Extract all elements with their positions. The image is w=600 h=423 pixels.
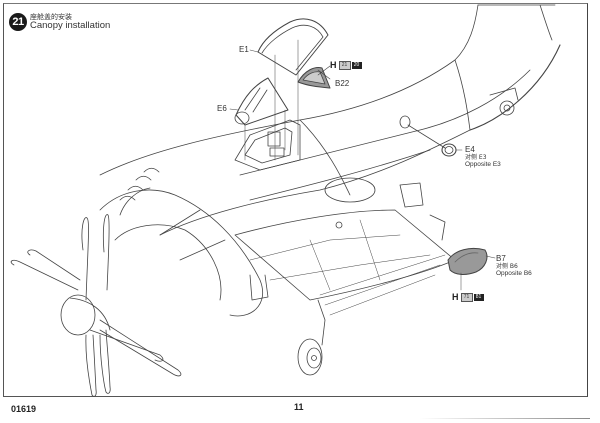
- main-wheel: [297, 338, 323, 376]
- label-e4-opposite-cn: 对侧 E3: [465, 154, 487, 161]
- paint-prefix: H: [452, 292, 459, 302]
- tail-fin: [477, 4, 556, 41]
- cockpit-opening: [234, 119, 301, 171]
- propeller-blade-2: [102, 214, 110, 291]
- engine-cowling: [99, 189, 263, 317]
- tail-wheel: [499, 100, 515, 116]
- propeller-blade-3: [10, 259, 79, 291]
- propeller-blade-7: [85, 334, 97, 397]
- page-number: 11: [294, 402, 304, 412]
- propeller-blade-1: [81, 217, 89, 301]
- paint-callout-b22: H 21 20: [330, 60, 362, 70]
- label-b7-opposite-cn: 对侧 B6: [496, 263, 518, 270]
- fuselage-body: [159, 129, 471, 236]
- paint-code: 21: [338, 60, 351, 70]
- paint-code: 81: [473, 293, 484, 301]
- label-b7-opposite-en: Opposite B6: [496, 270, 532, 277]
- label-part-e6: E6: [217, 104, 227, 113]
- paint-code: 71: [460, 292, 473, 302]
- propeller-blade-6: [89, 329, 164, 362]
- main-landing-gear: [317, 299, 326, 346]
- page-edge-shadow: [420, 418, 590, 419]
- part-e6-windscreen: [235, 77, 289, 126]
- product-code: 01619: [11, 404, 37, 414]
- label-part-b22: B22: [335, 79, 350, 88]
- paint-code: 20: [351, 61, 362, 69]
- part-e1-canopy: [257, 18, 329, 76]
- paint-callout-b7: H 71 81: [452, 292, 484, 302]
- exhaust-stacks: [119, 167, 160, 201]
- wing: [234, 209, 456, 301]
- step-title-english: Canopy installation: [30, 20, 111, 31]
- propeller-blade-8: [99, 329, 111, 394]
- step-title-chinese: 座舱盖的安装: [30, 13, 72, 21]
- step-number-badge: 21: [9, 13, 27, 31]
- propeller-blade-4: [27, 249, 81, 281]
- part-e4-shape: [441, 143, 457, 157]
- fuselage-outline: [99, 4, 479, 176]
- fuselage-lower: [469, 44, 561, 131]
- label-part-e1: E1: [239, 45, 249, 54]
- label-part-b7: B7: [496, 254, 506, 263]
- spinner: [60, 294, 96, 336]
- label-part-e4: E4: [465, 145, 475, 154]
- wing-pylons: [319, 254, 446, 316]
- paint-prefix: H: [330, 60, 337, 70]
- label-e4-opposite-en: Opposite E3: [465, 161, 501, 168]
- page-frame: [3, 3, 588, 397]
- propeller-blade-5: [99, 319, 182, 377]
- part-b7: [447, 247, 488, 275]
